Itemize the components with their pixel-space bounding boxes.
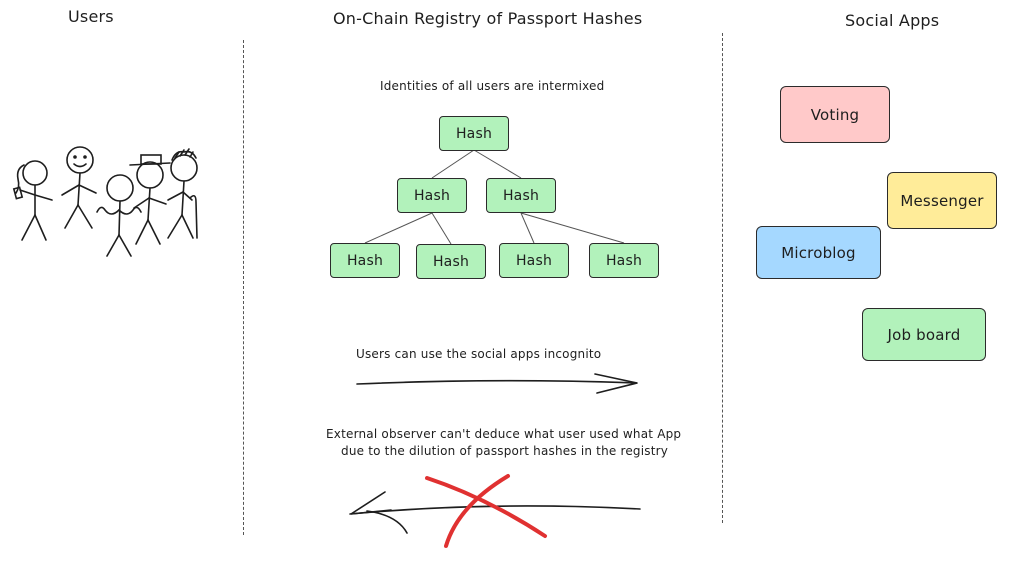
app-microblog: Microblog <box>756 226 881 279</box>
hash-node-l2-2: Hash <box>486 178 556 213</box>
hash-node-l3-3: Hash <box>499 243 569 278</box>
hash-node-l2-1: Hash <box>397 178 467 213</box>
right-divider <box>722 33 723 523</box>
stick-figures-group-icon <box>12 146 198 257</box>
tree-connectors <box>364 149 625 245</box>
observer-arrow <box>349 491 641 534</box>
hash-node-root: Hash <box>439 116 509 151</box>
red-cross-icon <box>425 474 547 548</box>
apps-column-title: Social Apps <box>845 11 940 30</box>
user-figure-5 <box>167 148 198 239</box>
user-figure-2 <box>61 146 97 229</box>
incognito-arrow <box>356 373 638 394</box>
user-figure-1 <box>12 160 53 241</box>
user-figure-3 <box>96 174 142 257</box>
hash-node-l3-4: Hash <box>589 243 659 278</box>
app-voting: Voting <box>780 86 890 143</box>
observer-caption-line2: due to the dilution of passport hashes i… <box>341 444 669 458</box>
app-messenger: Messenger <box>887 172 997 229</box>
hash-node-l3-2: Hash <box>416 244 486 279</box>
left-divider <box>243 40 244 535</box>
registry-column-title: On-Chain Registry of Passport Hashes <box>333 9 643 28</box>
incognito-caption: Users can use the social apps incognito <box>356 347 602 361</box>
app-job-board: Job board <box>862 308 986 361</box>
tree-caption: Identities of all users are intermixed <box>380 79 605 93</box>
user-figure-4 <box>129 154 171 245</box>
hash-node-l3-1: Hash <box>330 243 400 278</box>
observer-caption-line1: External observer can't deduce what user… <box>326 427 682 441</box>
users-column-title: Users <box>68 7 114 26</box>
